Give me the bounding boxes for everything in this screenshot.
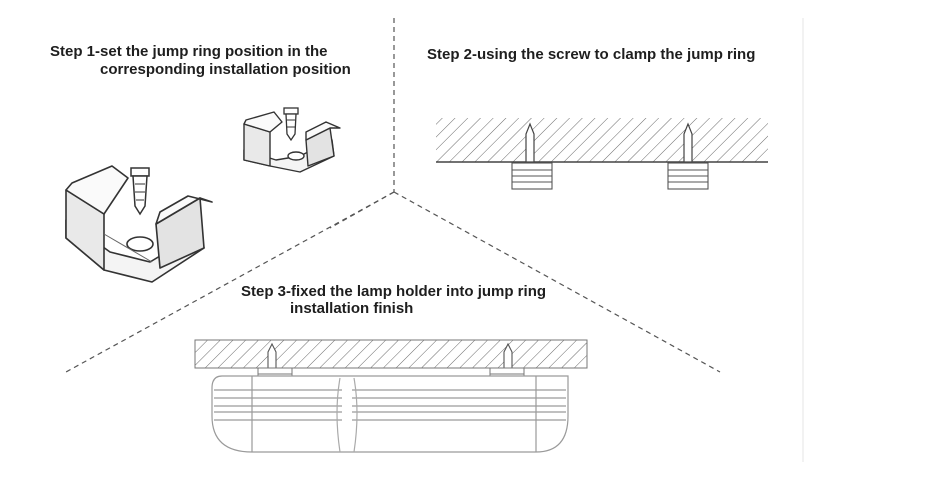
bracket-small-left-flange (243, 111, 283, 133)
step1-label-line1: Step 1-set the jump ring position in the (50, 43, 328, 60)
step2-label: Step 2-using the screw to clamp the jump… (427, 46, 756, 63)
step2-ceiling-hatch (436, 118, 768, 162)
bracket-left-flange (65, 165, 129, 215)
step1-small-bracket (243, 111, 341, 173)
step3-label-line2: installation finish (290, 300, 414, 317)
step2-screw-left (525, 122, 535, 163)
step3-label-line1: Step 3-fixed the lamp holder into jump r… (241, 283, 547, 300)
step3-ceiling-hatch (195, 340, 587, 368)
step1-label-line2: corresponding installation position (100, 61, 351, 78)
step2-jump-ring-right (667, 162, 709, 190)
step3-ceiling (194, 339, 588, 369)
step1-large-screw (130, 167, 150, 216)
step1-small-screw (283, 107, 299, 142)
step1-large-bracket (65, 165, 213, 283)
step2-screw-right (683, 122, 693, 163)
dashed-divider-lines (65, 18, 721, 373)
step3-lamp-tube (211, 375, 569, 453)
step3-lamp-break-gap (342, 377, 352, 451)
bracket-small-hole (287, 151, 305, 161)
step2-ceiling (436, 118, 768, 163)
bracket-small-right-flange (305, 121, 341, 141)
bracket-hole (126, 236, 154, 252)
divider-left-short (329, 191, 395, 229)
step2-jump-ring-left (511, 162, 553, 190)
divider-right-slope (393, 191, 721, 373)
bracket-right-flange (155, 195, 213, 225)
